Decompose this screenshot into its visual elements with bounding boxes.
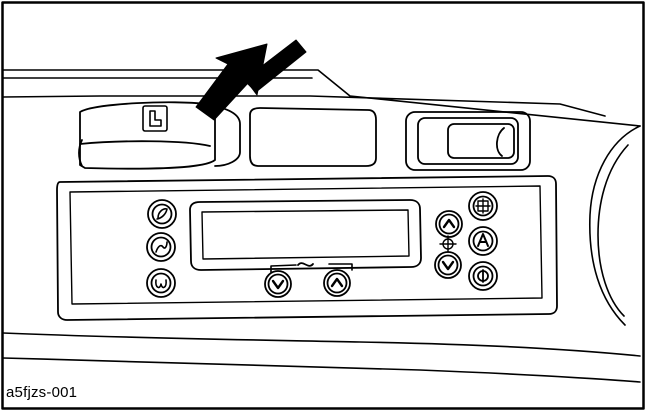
pointer-arrow-shaft — [243, 39, 307, 93]
normal-mode-button[interactable] — [146, 232, 176, 262]
dashboard-contours — [2, 69, 641, 383]
chevron-up-icon — [442, 218, 456, 229]
figure-id-label: a5fjzs-001 — [6, 384, 78, 401]
display-window — [189, 199, 422, 271]
rocker-switch[interactable] — [405, 111, 531, 171]
eco-mode-icon — [156, 208, 168, 220]
temp-up-button[interactable] — [323, 269, 351, 297]
power-icon — [477, 269, 489, 283]
power-mode-icon — [155, 279, 167, 289]
fan-up-button[interactable] — [435, 210, 463, 238]
eco-mode-button[interactable] — [147, 199, 177, 229]
blank-panel — [249, 107, 377, 167]
chevron-up-icon — [330, 277, 344, 288]
defrost-button[interactable] — [468, 191, 498, 221]
control-panel — [56, 175, 558, 321]
auto-icon — [477, 233, 489, 247]
fan-down-button[interactable] — [434, 251, 462, 279]
chevron-down-icon — [441, 260, 455, 271]
defrost-icon — [475, 198, 491, 214]
chevron-down-icon — [271, 279, 285, 290]
auto-button[interactable] — [468, 226, 498, 256]
side-vent — [588, 125, 641, 326]
temp-bracket — [270, 262, 353, 273]
fan-icon — [439, 235, 457, 253]
normal-mode-icon — [155, 241, 168, 253]
seat-switch-icon[interactable] — [142, 105, 168, 132]
temp-down-button[interactable] — [264, 270, 292, 298]
power-button[interactable] — [468, 261, 498, 291]
power-mode-button[interactable] — [146, 268, 176, 298]
